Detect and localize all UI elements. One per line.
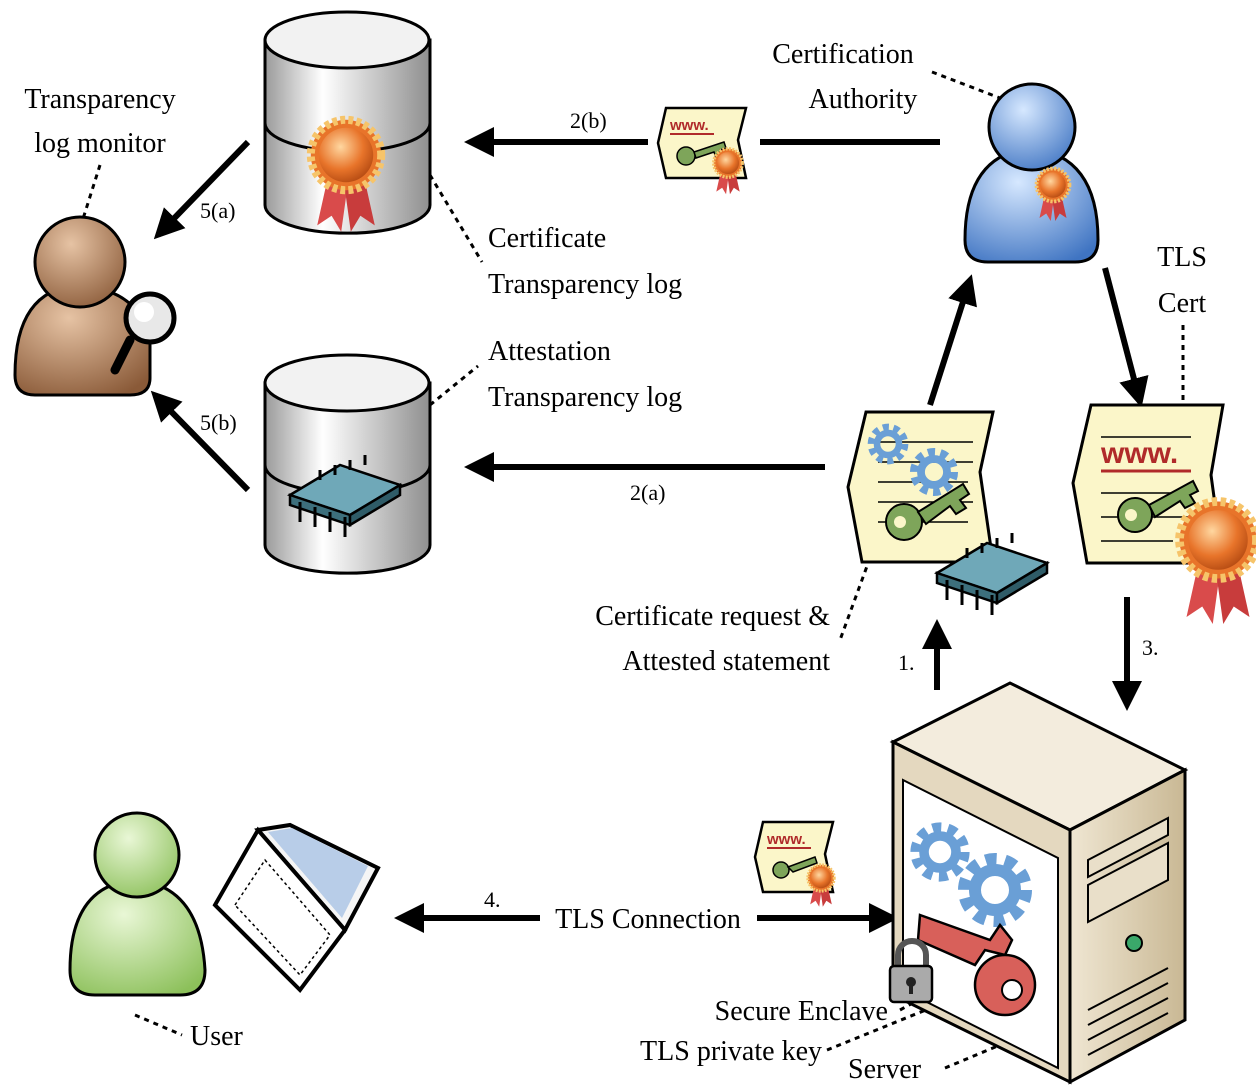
step-2a-label: 2(a) xyxy=(630,480,665,505)
server-label: Server xyxy=(848,1054,922,1085)
tls-cert-label: TLS xyxy=(1157,242,1207,273)
svg-text:www.: www. xyxy=(1100,437,1178,470)
certificate-request-document-icon xyxy=(846,410,995,564)
server-tower-icon xyxy=(889,681,1189,1085)
ct-log-label: Transparency log xyxy=(488,269,682,300)
step-4-label: 4. xyxy=(484,887,501,912)
seal-icon xyxy=(1180,502,1256,625)
arrow-request-to-ca xyxy=(927,274,977,406)
tls-certificate-icon: www. xyxy=(1071,403,1256,625)
attestation-log-label: Attestation xyxy=(488,336,611,367)
arrows xyxy=(150,127,1149,933)
monitor-person-icon xyxy=(13,215,177,397)
padlock-icon xyxy=(888,938,934,1004)
step-2b-label: 2(b) xyxy=(570,108,607,133)
key-icon xyxy=(916,913,1037,1017)
ca-label: Authority xyxy=(809,84,918,115)
user-person-icon xyxy=(68,811,207,997)
small-certificate-icon: www. xyxy=(753,820,836,909)
user-label: User xyxy=(190,1021,244,1052)
step-labels: 1. 2(a) 2(b) 3. 4. 5(a) 5(b) xyxy=(200,108,1159,912)
ca-person-icon xyxy=(963,82,1100,264)
key-icon xyxy=(1117,479,1200,533)
ct-log-label: Certificate xyxy=(488,223,606,254)
monitor-label: log monitor xyxy=(34,128,166,159)
ca-label: Certification xyxy=(772,39,914,70)
request-label: Certificate request & xyxy=(595,601,830,632)
secure-enclave-label: Secure Enclave xyxy=(715,996,888,1027)
step-5a-label: 5(a) xyxy=(200,198,235,223)
key-icon xyxy=(885,482,971,541)
arrow-5b xyxy=(150,390,251,493)
attestation-log-database-icon xyxy=(263,353,432,575)
laptop-icon xyxy=(212,822,381,994)
ct-log-database-icon xyxy=(263,10,432,233)
tls-connection-label: TLS Connection xyxy=(555,904,741,935)
arrow-5a xyxy=(153,139,251,240)
magnifier-icon xyxy=(110,291,177,375)
small-certificate-icon: www. xyxy=(656,106,748,196)
arrow-ca-to-cert xyxy=(1102,267,1149,408)
monitor-label: Transparency xyxy=(24,84,175,115)
svg-text:www.: www. xyxy=(669,117,709,134)
tls-private-key-label: TLS private key xyxy=(640,1036,822,1067)
request-label: Attested statement xyxy=(622,646,830,677)
step-3-label: 3. xyxy=(1142,635,1159,660)
labels: Transparency log monitor Certification A… xyxy=(24,39,1207,1085)
step-1-label: 1. xyxy=(898,650,915,675)
tls-cert-label: Cert xyxy=(1158,288,1206,319)
svg-text:www.: www. xyxy=(766,831,806,848)
attestation-log-label: Transparency log xyxy=(488,382,682,413)
step-5b-label: 5(b) xyxy=(200,410,237,435)
